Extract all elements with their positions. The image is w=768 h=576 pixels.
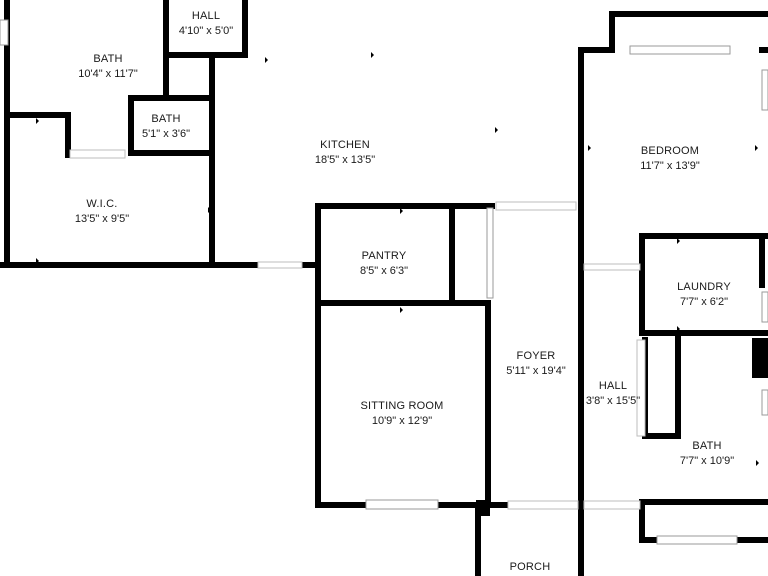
room-dimensions: 5'1" x 3'6" [141, 128, 191, 140]
room-label-hall-right: HALL 3'8" x 15'5" [575, 379, 651, 409]
room-name: BATH [151, 113, 181, 125]
room-dimensions: 10'4" x 11'7" [78, 68, 138, 80]
room-label-bath-left: BATH 10'4" x 11'7" [48, 52, 168, 82]
room-name: SITTING ROOM [360, 400, 444, 412]
room-dimensions: 13'5" x 9'5" [74, 213, 130, 225]
room-label-sitting-room: SITTING ROOM 10'9" x 12'9" [342, 399, 462, 429]
room-dimensions: 7'7" x 10'9" [679, 455, 735, 467]
room-dimensions: 10'9" x 12'9" [371, 415, 433, 427]
room-name: KITCHEN [320, 139, 370, 151]
room-dimensions: 8'5" x 6'3" [359, 265, 409, 277]
room-label-bedroom: BEDROOM 11'7" x 13'9" [610, 144, 730, 174]
room-name: HALL [598, 380, 628, 392]
room-name: BEDROOM [640, 145, 700, 157]
room-label-foyer: FOYER 5'11" x 19'4" [488, 349, 584, 379]
room-label-bath-small: BATH 5'1" x 3'6" [126, 112, 206, 142]
room-dimensions: 5'11" x 19'4" [506, 365, 566, 377]
room-name: W.I.C. [86, 198, 118, 210]
room-name: LAUNDRY [677, 281, 731, 293]
room-label-kitchen: KITCHEN 18'5" x 13'5" [285, 138, 405, 168]
room-label-laundry: LAUNDRY 7'7" x 6'2" [644, 280, 764, 310]
doors [69, 149, 646, 510]
room-name: BATH [692, 440, 722, 452]
room-dimensions: 11'7" x 13'9" [640, 160, 700, 172]
room-name: HALL [191, 10, 221, 22]
room-dimensions: 4'10" x 5'0" [178, 25, 234, 37]
room-label-porch: PORCH [490, 560, 570, 575]
room-label-hall-top: HALL 4'10" x 5'0" [166, 9, 246, 39]
room-name: PANTRY [361, 250, 407, 262]
room-name: FOYER [516, 350, 556, 362]
room-dimensions: 3'8" x 15'5" [585, 395, 641, 407]
room-label-pantry: PANTRY 8'5" x 6'3" [324, 249, 444, 279]
room-label-wic: W.I.C. 13'5" x 9'5" [42, 197, 162, 227]
room-name: PORCH [509, 561, 551, 573]
room-dimensions: 7'7" x 6'2" [679, 296, 729, 308]
windows [0, 19, 768, 545]
room-label-bath-right: BATH 7'7" x 10'9" [647, 439, 767, 469]
room-name: BATH [93, 53, 123, 65]
room-dimensions: 18'5" x 13'5" [314, 154, 376, 166]
